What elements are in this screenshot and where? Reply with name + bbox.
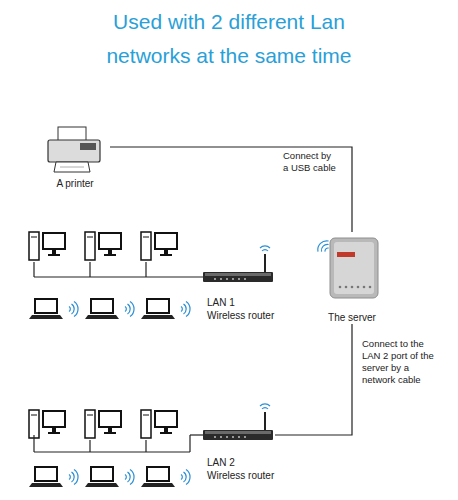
router-node: LAN 1Wireless router	[200, 260, 275, 322]
router-icon	[203, 246, 273, 282]
printer-node: A printer	[40, 122, 110, 190]
connector-line	[275, 324, 352, 435]
connector-line	[110, 147, 352, 232]
edge-label: Connect to the LAN 2 port of the server …	[362, 338, 444, 386]
router-node: LAN 2Wireless router	[200, 420, 275, 482]
router-icon	[203, 404, 273, 440]
lan2-computers	[29, 410, 203, 452]
node-label: LAN 1	[207, 296, 275, 309]
lan1-laptops	[29, 298, 190, 319]
node-label: Wireless router	[207, 469, 275, 482]
node-label: A printer	[40, 177, 110, 190]
printer-icon	[48, 127, 100, 172]
server-icon	[315, 238, 378, 298]
server-node: The server	[318, 232, 386, 324]
title: Used with 2 different Lan networks at th…	[84, 5, 374, 73]
node-label: Wireless router	[207, 309, 275, 322]
node-label: The server	[318, 311, 386, 324]
lan1-computers	[29, 232, 203, 277]
lan2-laptops	[29, 466, 190, 487]
edge-label: Connect by a USB cable	[283, 150, 337, 174]
node-label: LAN 2	[207, 456, 275, 469]
